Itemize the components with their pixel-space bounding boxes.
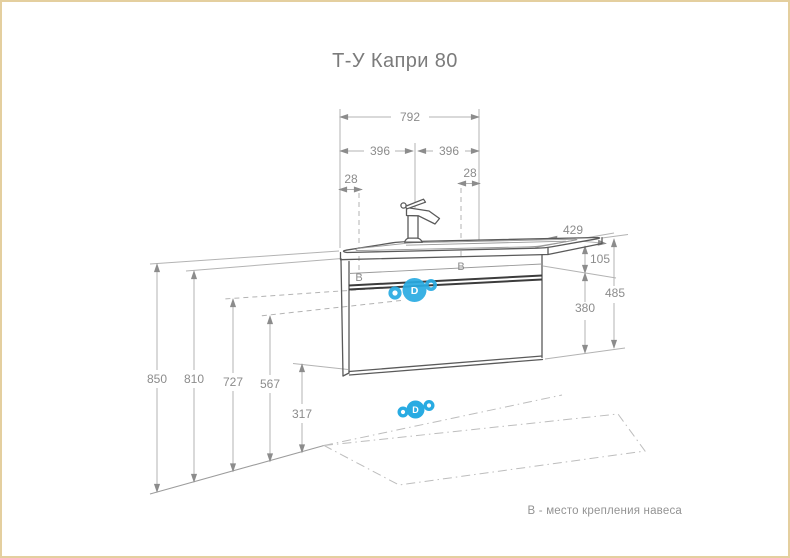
- mount-mark-front: В: [457, 261, 464, 273]
- dim-396-right: 396: [439, 144, 459, 158]
- svg-text:D: D: [411, 285, 419, 297]
- dim-567: 567: [260, 377, 280, 391]
- mount-mark-left: В: [355, 272, 362, 284]
- dimension-top-widths: 792 396 396 28 28: [338, 109, 481, 272]
- dim-317: 317: [292, 407, 312, 421]
- mounting-note: В - место крепления навеса: [527, 505, 682, 517]
- dimension-right-heights: 429 105 380 485: [541, 223, 629, 360]
- dim-28-right: 28: [463, 166, 477, 180]
- basin-rim: [355, 238, 578, 252]
- dim-792: 792: [400, 110, 420, 124]
- plumbing-marks-lower: D: [397, 400, 435, 419]
- dim-810: 810: [184, 372, 204, 386]
- cabinet-body: В В: [340, 254, 544, 377]
- faucet-lever: [404, 198, 427, 210]
- plumbing-marks-upper: D: [388, 278, 437, 302]
- dim-850: 850: [147, 372, 167, 386]
- page-title: Т-У Капри 80: [332, 50, 458, 72]
- dim-380: 380: [575, 301, 595, 315]
- washbasin: [339, 198, 603, 261]
- dim-429: 429: [563, 223, 583, 237]
- dim-28-left: 28: [344, 172, 358, 186]
- dimension-left-heights: 850 810 727 567 317: [147, 250, 402, 493]
- dim-485: 485: [605, 286, 625, 300]
- dim-396-left: 396: [370, 144, 390, 158]
- drawer-handle-groove: [348, 274, 543, 287]
- floor-projection: [149, 394, 646, 495]
- dim-105: 105: [590, 252, 610, 266]
- dim-727: 727: [223, 375, 243, 389]
- drain-mark-upper: [402, 278, 427, 302]
- svg-text:D: D: [412, 405, 419, 415]
- faucet: [400, 198, 441, 243]
- drain-mark-lower: [406, 400, 425, 419]
